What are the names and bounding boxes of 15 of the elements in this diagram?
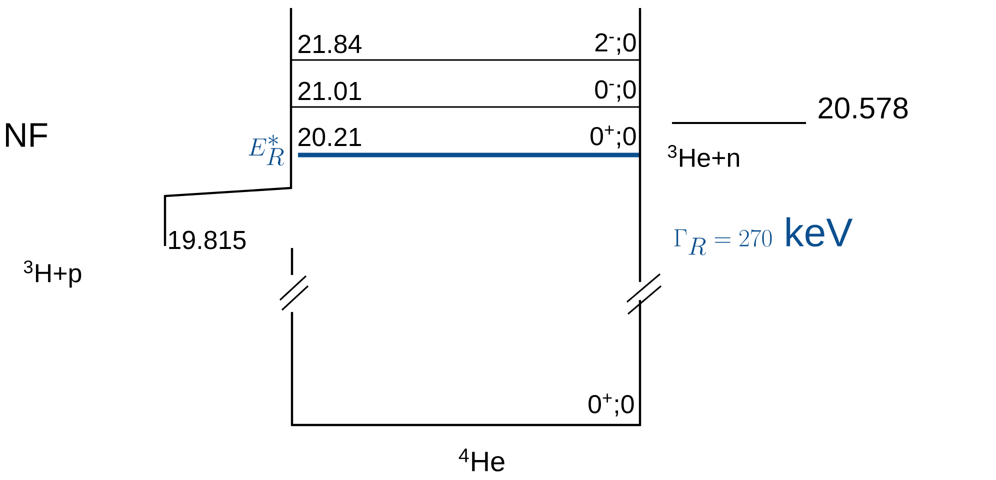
energy-value: 21.01 (298, 82, 361, 100)
energy-value: 21.84 (298, 34, 362, 54)
spin-label: 0$^{+}$;0 (588, 394, 634, 416)
channel-label: $^{3}$He+n (668, 145, 739, 167)
spin-label: 2$^{-}$;0 (595, 33, 636, 55)
width-formula: $\Gamma_R = 270\ \mathrm{keV}$ (674, 217, 853, 256)
threshold-energy: 19.815 (169, 230, 246, 250)
spin-label: 0$^{-}$;0 (595, 80, 636, 102)
channel-label: $^{3}$H+p (24, 260, 82, 288)
resonance-energy-formula: $E_R^{*}$ (248, 134, 284, 166)
threshold-energy: 20.578 (818, 97, 908, 119)
reaction-label: NF (6, 123, 48, 147)
nucleus-label: $^{4}$He (458, 448, 504, 472)
spin-label: 0$^{+}$;0 (590, 126, 636, 148)
energy-value: 20.21 (298, 128, 361, 146)
